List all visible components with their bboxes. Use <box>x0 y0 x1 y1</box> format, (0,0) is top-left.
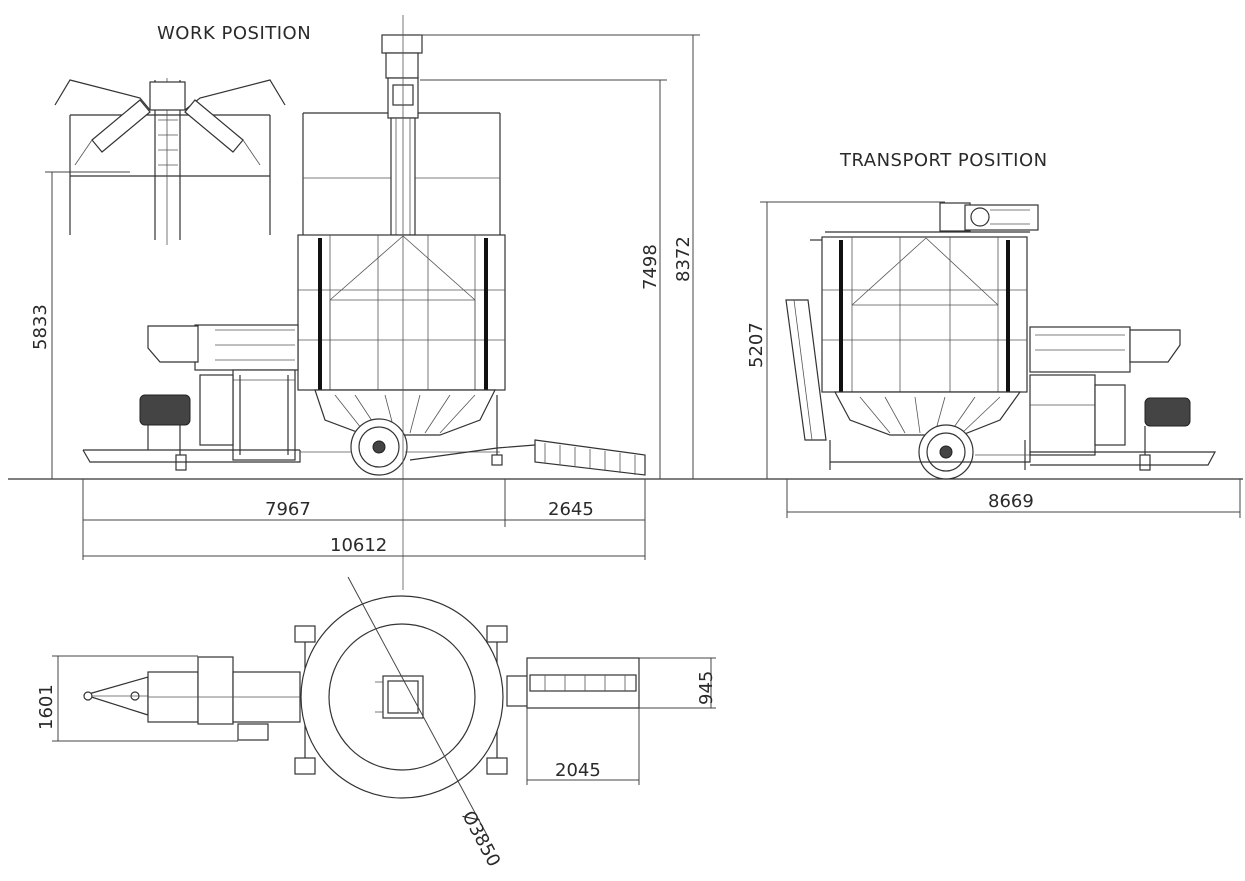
transport-position-side-view <box>785 202 1217 480</box>
dim-1601: 1601 <box>36 684 57 730</box>
dim-8372: 8372 <box>673 236 694 282</box>
dim-2645: 2645 <box>548 499 594 520</box>
transport-position-label: TRANSPORT POSITION <box>839 150 1048 171</box>
dim-7498: 7498 <box>640 244 661 290</box>
transport-wheel <box>918 424 974 480</box>
work-dimensions: 5833 7498 8372 7967 2645 10612 <box>30 34 700 560</box>
dim-945: 945 <box>696 671 717 705</box>
dim-8669: 8669 <box>988 491 1034 512</box>
work-chassis <box>82 395 646 476</box>
dim-10612: 10612 <box>330 535 387 556</box>
dim-diameter-3850: Ø3850 <box>458 807 505 870</box>
filler-hopper-detail <box>54 78 286 245</box>
dim-7967: 7967 <box>265 499 311 520</box>
dim-5207: 5207 <box>746 322 767 368</box>
drying-chamber <box>297 234 506 436</box>
work-position-label: WORK POSITION <box>157 23 311 44</box>
elevator-tube <box>381 34 423 236</box>
work-wheel <box>350 418 408 476</box>
dim-5833: 5833 <box>30 304 51 350</box>
top-view <box>82 576 640 836</box>
transport-dimensions: 5207 8669 <box>746 201 1241 518</box>
work-position-side-view <box>54 15 646 590</box>
burner-fan-unit <box>139 324 299 471</box>
dim-2045: 2045 <box>555 760 601 781</box>
